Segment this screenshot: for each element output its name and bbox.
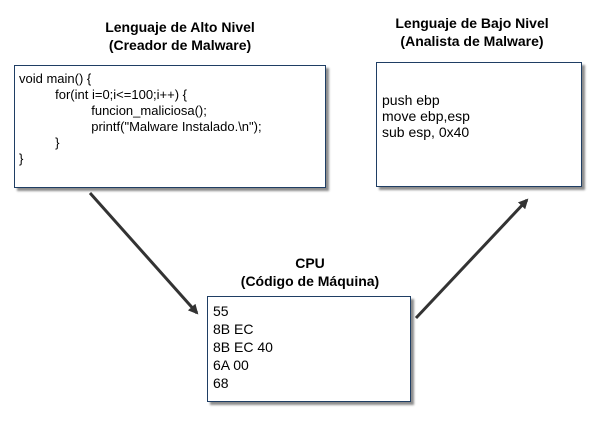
cpu-code-box: 55 8B EC 8B EC 40 6A 00 68 [207,296,411,402]
high-level-code-line: for(int i=0;i<=100;i++) { [19,87,188,102]
high-level-code-line: printf("Malware Instalado.\n"); [19,119,262,134]
cpu-heading: CPU (Código de Máquina) [210,254,410,290]
cpu-title: CPU [295,255,325,271]
cpu-code-line: 68 [213,375,229,391]
high-level-code-box: void main() { for(int i=0;i<=100;i++) { … [14,65,326,188]
cpu-code-line: 55 [213,303,229,319]
cpu-code-line: 8B EC [213,321,254,337]
cpu-code-line: 6A 00 [213,357,249,373]
low-level-code-box: push ebp move ebp,esp sub esp, 0x40 [376,62,582,187]
cpu-code-line: 8B EC 40 [213,339,273,355]
low-level-title: Lenguaje de Bajo Nivel [395,15,549,31]
arrow-cpu-to-low [414,198,529,320]
low-level-code-line: sub esp, 0x40 [382,124,470,140]
high-level-code-line: funcion_maliciosa(); [19,103,207,118]
high-level-code-line: } [19,151,24,166]
high-level-heading: Lenguaje de Alto Nivel (Creador de Malwa… [60,18,300,54]
low-level-subtitle: (Analista de Malware) [400,33,544,49]
low-level-code-line: move ebp,esp [382,108,470,124]
high-level-title: Lenguaje de Alto Nivel [105,19,255,35]
high-level-code-line: } [19,135,60,150]
arrow-high-to-cpu [88,192,199,315]
high-level-code-line: void main() { [19,71,92,86]
high-level-subtitle: (Creador de Malware) [108,37,252,53]
low-level-code-line: push ebp [382,92,440,108]
cpu-subtitle: (Código de Máquina) [240,273,380,289]
low-level-heading: Lenguaje de Bajo Nivel (Analista de Malw… [372,14,572,50]
